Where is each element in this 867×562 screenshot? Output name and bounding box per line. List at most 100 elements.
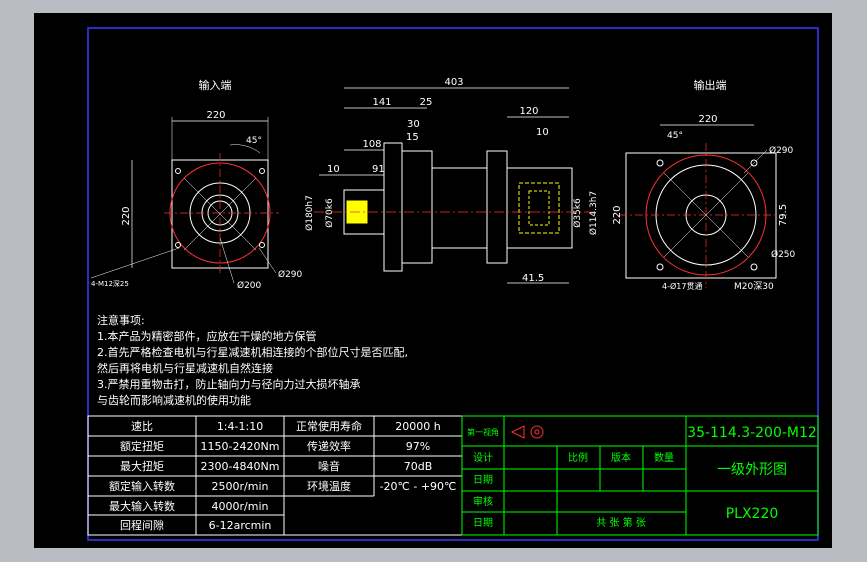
dim-108: 108	[362, 139, 381, 150]
dim-d290: Ø290	[769, 145, 794, 156]
spec-value: 1:4-1:10	[217, 420, 263, 433]
note-line: 然后再将电机与行星减速机自然连接	[97, 361, 273, 375]
leader	[219, 237, 235, 284]
tb-row-label: 日期	[473, 474, 493, 486]
leader	[90, 247, 180, 279]
dim-30: 30	[407, 119, 420, 130]
output-view: 输出端 220 45° Ø290 220 79.5 Ø250 4-Ø17贯通 M…	[612, 78, 796, 292]
input-view: 输入端 220 45° 220 4-M12深25 Ø200 Ø290	[90, 78, 303, 291]
projection-label: 第一视角	[467, 427, 499, 437]
adapter-ring	[401, 150, 433, 264]
dim-220-top: 220	[698, 114, 717, 125]
adapter-flange	[383, 142, 403, 272]
tb-col-label: 数量	[654, 451, 674, 464]
dim-d36: Ø35k6	[572, 198, 583, 228]
drawing-code: 35-114.3-200-M12	[687, 425, 817, 441]
input-bolt-hole	[259, 168, 265, 174]
inner-border	[87, 27, 819, 541]
dim-angle: 45°	[246, 136, 262, 146]
dim-220-left: 220	[612, 205, 623, 224]
spec-value: 6-12arcmin	[209, 519, 272, 532]
spec-label: 回程间隙	[120, 518, 164, 532]
dim-m20: M20深30	[734, 281, 774, 292]
spec-label: 额定输入转数	[109, 479, 175, 493]
dim-d200: Ø200	[237, 280, 262, 291]
output-bolt-hole	[750, 263, 758, 271]
notes-block: 注意事项: 1.本产品为精密部件，应放在干燥的地方保管 2.首先严格检查电机与行…	[97, 313, 408, 407]
projection-symbol	[510, 425, 544, 439]
spec-label: 正常使用寿命	[296, 419, 362, 433]
dim-angle: 45°	[667, 131, 683, 141]
dim-25: 25	[420, 97, 433, 108]
drawing-name: 一级外形图	[717, 462, 787, 478]
tb-row-label: 设计	[473, 451, 493, 464]
input-bolt-hole	[259, 242, 265, 248]
output-diag	[663, 172, 749, 258]
dim-d290: Ø290	[278, 269, 303, 280]
spec-label: 环境温度	[307, 479, 351, 493]
output-bolt-hole	[750, 159, 758, 167]
output-bolt-hole	[656, 159, 664, 167]
dim-41: 41.5	[522, 273, 544, 284]
model-name: PLX220	[726, 506, 779, 522]
output-square-flange	[625, 152, 777, 279]
tb-col-label: 比例	[568, 451, 588, 464]
tb-row-label: 日期	[473, 517, 493, 529]
dim-d180: Ø180h7	[304, 195, 315, 231]
engineering-drawing: 输入端 220 45° 220 4-M12深25 Ø200 Ø290	[87, 27, 819, 541]
dim-thru: 4-Ø17贯通	[662, 281, 702, 291]
gear-housing	[431, 167, 488, 249]
input-bolt-hole	[175, 242, 181, 248]
output-housing	[506, 167, 573, 249]
note-line: 3.严禁用重物击打，防止轴向力与径向力过大损坏轴承	[97, 377, 361, 391]
tb-row-label: 审核	[473, 495, 493, 508]
output-shaft-hidden	[518, 182, 560, 234]
title-block	[461, 415, 819, 536]
dim-d250: Ø250	[771, 249, 796, 260]
leader	[743, 149, 768, 174]
output-flange	[486, 150, 508, 264]
input-view-title: 输入端	[199, 78, 232, 92]
spec-label: 传递效率	[307, 439, 351, 453]
output-bolt-hole	[656, 263, 664, 271]
cone-icon	[510, 425, 525, 439]
spec-table	[87, 415, 463, 536]
spec-value: 1150-2420Nm	[201, 440, 280, 453]
notes-heading: 注意事项:	[97, 313, 145, 327]
spec-value: -20℃ - +90℃	[380, 480, 457, 493]
dim-10-left: 10	[327, 164, 340, 175]
spec-label: 速比	[131, 420, 153, 433]
circle-icon	[534, 429, 540, 435]
spec-table-text: 速比 1:4-1:10 正常使用寿命 20000 h 额定扭矩 1150-242…	[109, 419, 456, 532]
spec-label: 最大扭矩	[120, 459, 164, 473]
angle-arc	[229, 144, 261, 154]
dim-d114: Ø114.3h7	[588, 191, 599, 235]
leader	[258, 247, 277, 274]
dim-d70: Ø70k6	[324, 198, 335, 228]
output-view-title: 输出端	[694, 78, 727, 92]
side-view: 403 141 25 120 30 15 108 10 10 91 Ø180h7…	[304, 77, 599, 284]
dim-10-right: 10	[536, 127, 549, 138]
dim-220-top: 220	[206, 110, 225, 121]
dim-120: 120	[519, 106, 538, 117]
spec-label: 噪音	[318, 459, 340, 473]
dim-79: 79.5	[778, 204, 789, 226]
spec-label: 最大输入转数	[109, 499, 175, 513]
spec-value: 70dB	[404, 460, 433, 473]
note-line: 与齿轮而影响减速机的使用功能	[97, 393, 251, 407]
note-line: 1.本产品为精密部件，应放在干燥的地方保管	[97, 329, 317, 343]
input-bolt-hole	[175, 168, 181, 174]
spec-value: 20000 h	[395, 420, 440, 433]
dim-91: 91	[372, 164, 385, 175]
title-block-text: 第一视角 设计 日期 审核 日期 比例 版本 数量 共 张 第 张 35-114…	[467, 425, 817, 529]
keyway-hidden	[528, 190, 550, 226]
dim-holes: 4-M12深25	[91, 279, 129, 288]
circle-icon	[530, 425, 544, 439]
spec-value: 97%	[406, 440, 430, 453]
input-diag	[183, 177, 257, 251]
note-line: 2.首先严格检查电机与行星减速机相连接的个部位尺寸是否匹配,	[97, 345, 408, 359]
spec-value: 4000r/min	[212, 500, 269, 513]
dim-220-left: 220	[121, 206, 132, 225]
drawing-sheet: 输入端 220 45° 220 4-M12深25 Ø200 Ø290	[34, 13, 832, 548]
tb-col-label: 版本	[611, 451, 631, 464]
